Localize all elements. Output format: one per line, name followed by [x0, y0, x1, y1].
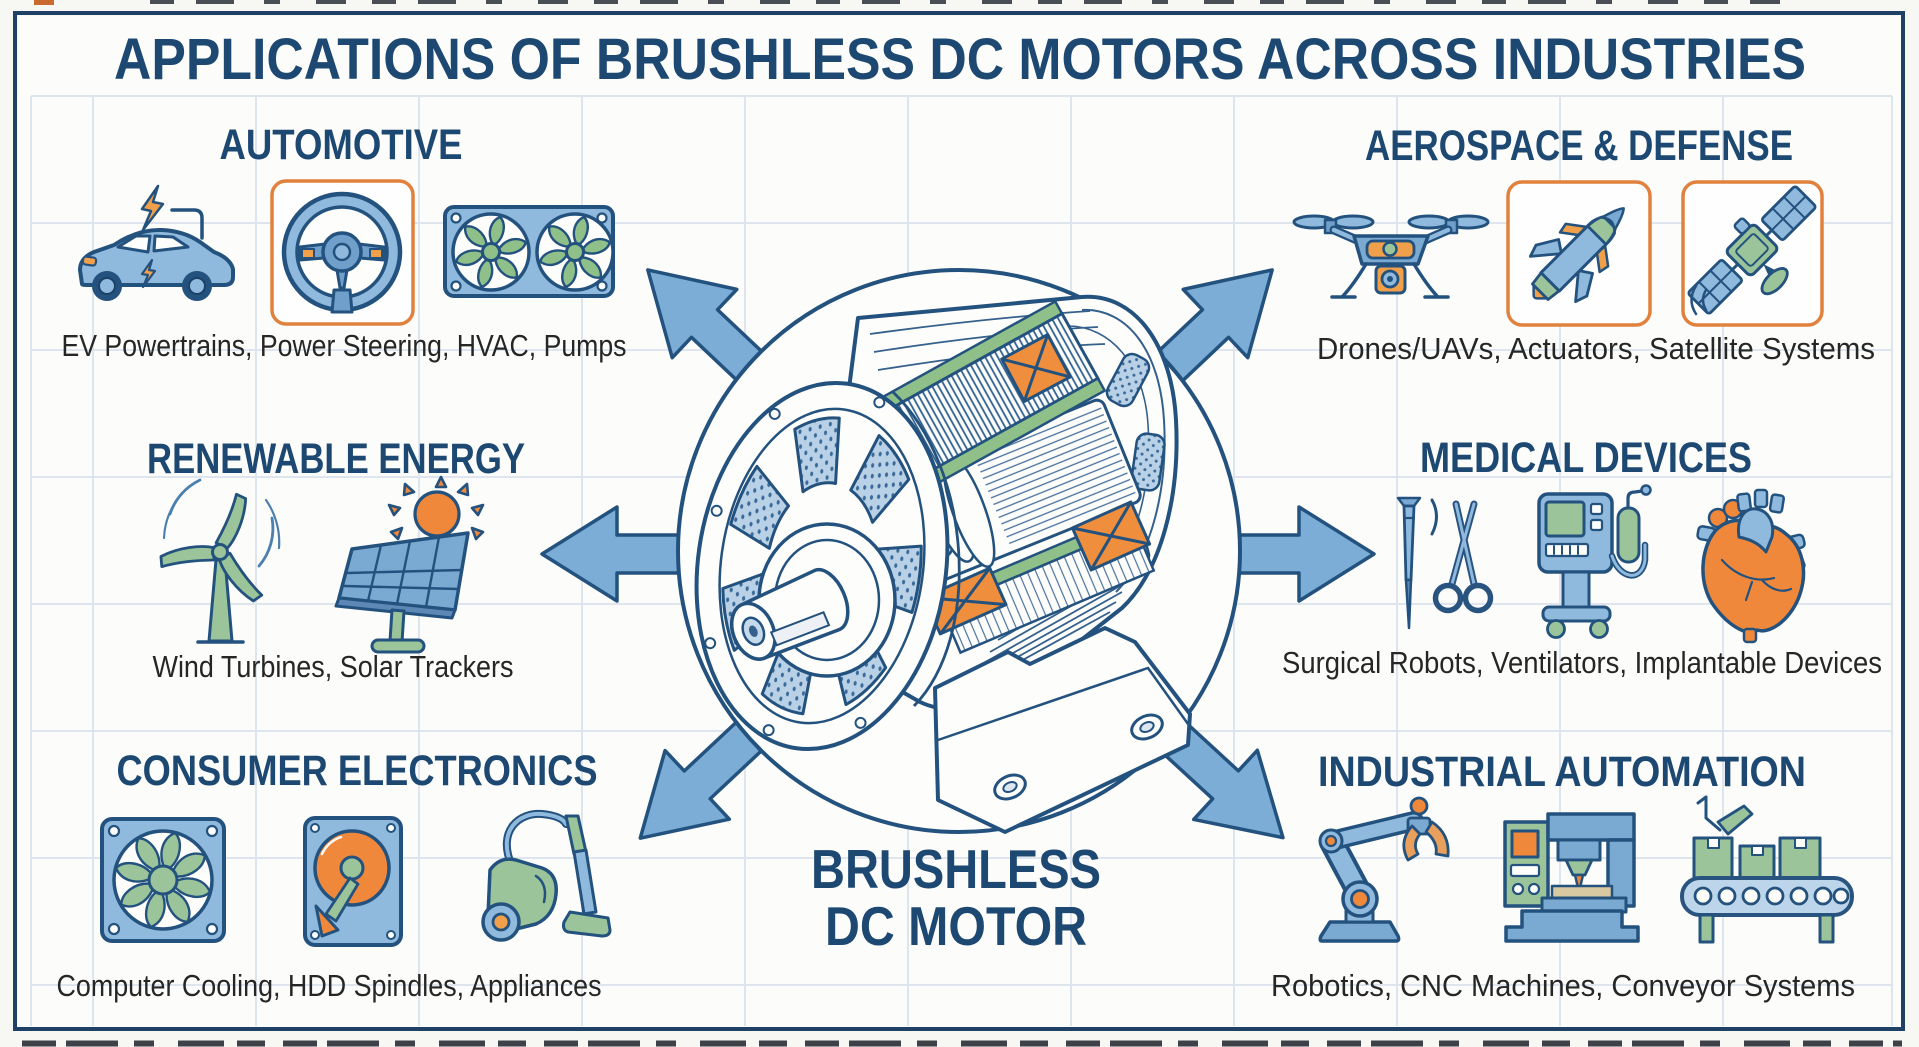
svg-text:Wind Turbines, Solar Trackers: Wind Turbines, Solar Trackers: [153, 649, 514, 684]
svg-text:Drones/UAVs, Actuators, Satell: Drones/UAVs, Actuators, Satellite System…: [1317, 331, 1875, 366]
svg-text:CONSUMER ELECTRONICS: CONSUMER ELECTRONICS: [117, 747, 598, 795]
svg-text:DC MOTOR: DC MOTOR: [825, 895, 1087, 957]
svg-text:MEDICAL DEVICES: MEDICAL DEVICES: [1420, 434, 1752, 482]
svg-text:APPLICATIONS OF BRUSHLESS DC M: APPLICATIONS OF BRUSHLESS DC MOTORS ACRO…: [114, 27, 1806, 92]
svg-text:Robotics, CNC Machines, Convey: Robotics, CNC Machines, Conveyor Systems: [1271, 968, 1855, 1003]
svg-text:RENEWABLE ENERGY: RENEWABLE ENERGY: [147, 435, 525, 483]
svg-text:AUTOMOTIVE: AUTOMOTIVE: [220, 121, 463, 169]
svg-text:INDUSTRIAL AUTOMATION: INDUSTRIAL AUTOMATION: [1318, 748, 1806, 796]
svg-text:BRUSHLESS: BRUSHLESS: [811, 838, 1101, 900]
svg-text:AEROSPACE & DEFENSE: AEROSPACE & DEFENSE: [1365, 122, 1793, 170]
svg-text:Surgical Robots, Ventilators,: Surgical Robots, Ventilators, Implantabl…: [1282, 645, 1882, 680]
svg-text:EV Powertrains, Power Steering: EV Powertrains, Power Steering, HVAC, Pu…: [62, 328, 627, 363]
svg-text:Computer Cooling, HDD Spindles: Computer Cooling, HDD Spindles, Applianc…: [57, 968, 602, 1003]
